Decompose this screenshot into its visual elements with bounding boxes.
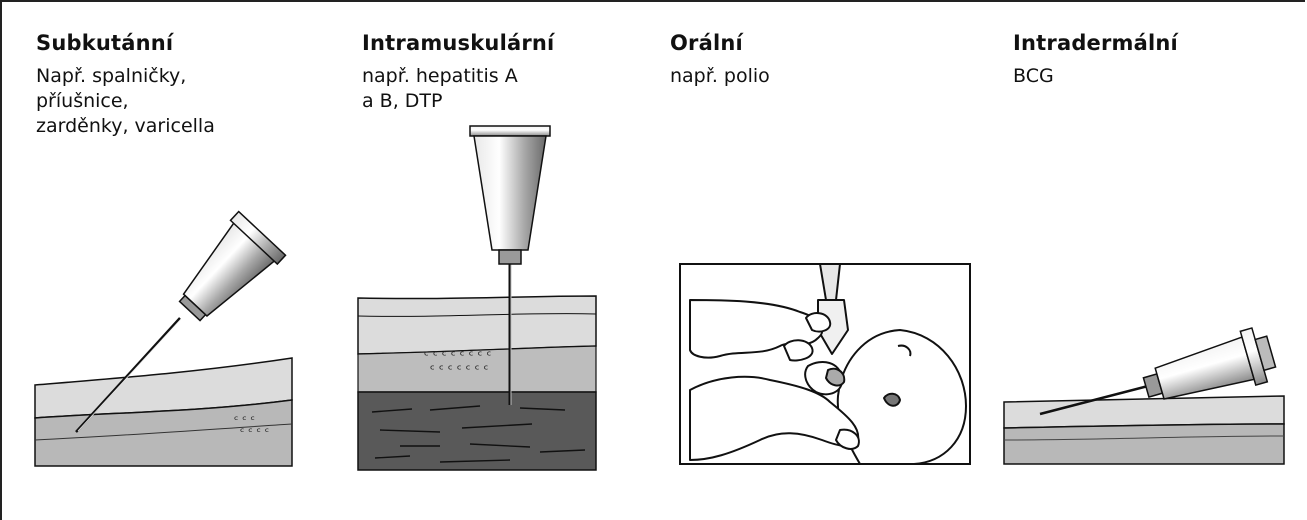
intradermal-illustration [1004, 325, 1284, 464]
oral-illustration [680, 264, 970, 464]
subcutaneous-illustration: ᶜ ᶜ ᶜ ᶜ ᶜ ᶜ ᶜ [35, 212, 292, 466]
svg-text:ᶜ ᶜ ᶜ ᶜ: ᶜ ᶜ ᶜ ᶜ [240, 425, 269, 439]
intramuscular-illustration: ᶜ ᶜ ᶜ ᶜ ᶜ ᶜ ᶜ ᶜ ᶜ ᶜ ᶜ ᶜ ᶜ ᶜ ᶜ [358, 126, 596, 470]
svg-text:ᶜ ᶜ ᶜ ᶜ ᶜ ᶜ ᶜ: ᶜ ᶜ ᶜ ᶜ ᶜ ᶜ ᶜ [430, 363, 488, 378]
svg-text:ᶜ ᶜ ᶜ ᶜ ᶜ ᶜ ᶜ ᶜ: ᶜ ᶜ ᶜ ᶜ ᶜ ᶜ ᶜ ᶜ [424, 349, 491, 364]
